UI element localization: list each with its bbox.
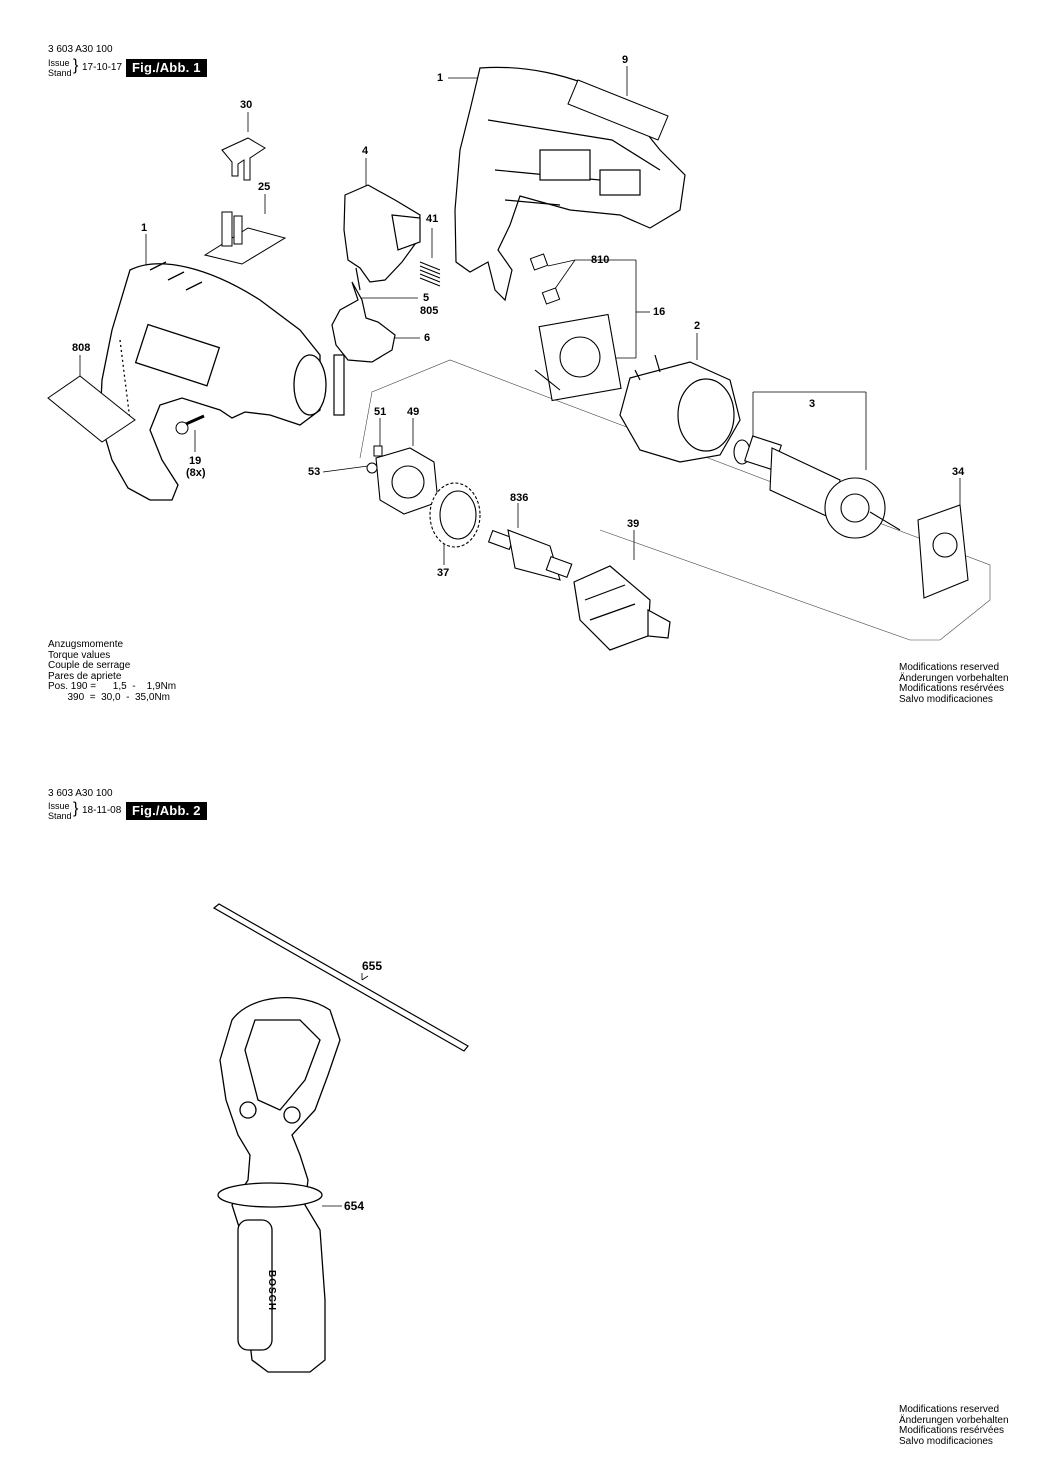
- torque-line-en: Torque values: [48, 649, 111, 661]
- fig2-modifications-notice: Modifications reserved Änderungen vorbeh…: [899, 1404, 1009, 1447]
- torque-row-390: 390 = 30,0 - 35,0Nm: [48, 691, 171, 703]
- bearing-plate-shape: [375, 447, 439, 515]
- pin-shape: [373, 445, 383, 457]
- fig2-date: 18-11-08: [82, 805, 122, 816]
- part-label-51: 51: [374, 406, 387, 418]
- part-label-2: 2: [694, 320, 701, 332]
- part-label-836: 836: [510, 492, 529, 504]
- screw-shape: [175, 414, 205, 435]
- part-label-41: 41: [426, 213, 439, 225]
- part-label-53: 53: [308, 466, 321, 478]
- mods-en: Modifications reserved: [899, 662, 1000, 673]
- part-label-5: 5: [423, 292, 430, 304]
- part-label-805: 805: [420, 305, 439, 317]
- part-label-810: 810: [591, 254, 610, 266]
- part-label-34: 34: [952, 466, 965, 478]
- fig2-part-number: 3 603 A30 100: [48, 788, 113, 799]
- label-tag-shape: [567, 79, 669, 141]
- fig2-title: Fig./Abb. 2: [126, 802, 207, 820]
- part-label-655: 655: [362, 959, 383, 973]
- part-label-39: 39: [627, 518, 640, 530]
- stator-shape: [619, 354, 741, 463]
- torque-notes: Anzugsmomente Torque values Couple de se…: [48, 639, 177, 703]
- brush-shape-2: [541, 287, 561, 305]
- mods2-de: Änderungen vorbehalten: [899, 1414, 1009, 1426]
- mods-fr: Modifications resérvées: [899, 683, 1005, 694]
- torque-row-190: Pos. 190 = 1,5 - 1,9Nm: [48, 681, 177, 692]
- mods2-en: Modifications reserved: [899, 1404, 1000, 1415]
- cable-grommet-shape: [331, 281, 396, 416]
- part-label-19-qty: (8x): [186, 467, 206, 479]
- spring-shape: [419, 261, 441, 287]
- fig2-brace: }: [73, 800, 79, 817]
- armature-shape: [733, 435, 901, 539]
- fig2-stand-label: Stand: [48, 811, 72, 821]
- part-label-1b: 1: [141, 222, 148, 234]
- part-label-808: 808: [72, 342, 91, 354]
- part-label-3: 3: [809, 398, 816, 410]
- part-label-16: 16: [653, 306, 666, 318]
- plate-shape: [917, 504, 969, 599]
- spindle-shape: [487, 529, 573, 581]
- mods-es: Salvo modificaciones: [899, 693, 993, 705]
- part-label-4: 4: [362, 145, 369, 157]
- mods2-fr: Modifications resérvées: [899, 1425, 1005, 1436]
- assembly-outline: [359, 359, 991, 641]
- brush-holder-shape: [534, 313, 622, 402]
- part-label-1a: 1: [437, 72, 444, 84]
- fig1-stand-label: Stand: [48, 68, 72, 78]
- switch-shape: [343, 184, 421, 291]
- part-label-30: 30: [240, 99, 253, 111]
- fig2-issue-label: Issue: [48, 801, 70, 811]
- fig1-issue-label: Issue: [48, 58, 70, 68]
- part-label-6: 6: [424, 332, 431, 344]
- fig1-title: Fig./Abb. 1: [126, 59, 207, 77]
- fig1-date: 17-10-17: [82, 62, 123, 73]
- part-label-9: 9: [622, 54, 629, 66]
- handle-brand-text: BOSCH: [266, 1270, 277, 1312]
- fig1-brace: }: [73, 57, 79, 74]
- fig1-modifications-notice: Modifications reserved Änderungen vorbeh…: [899, 662, 1009, 705]
- chuck-shape: [573, 565, 671, 651]
- mods-de: Änderungen vorbehalten: [899, 672, 1009, 684]
- gear-shape: [429, 482, 481, 548]
- depth-stop-rod-shape: [212, 903, 469, 1052]
- part-label-19: 19: [189, 455, 202, 467]
- mods2-es: Salvo modificaciones: [899, 1435, 993, 1447]
- part-label-49: 49: [407, 406, 420, 418]
- fig1-part-number: 3 603 A30 100: [48, 44, 113, 55]
- clip-shape: [221, 137, 266, 181]
- label-plate-shape: [47, 375, 136, 443]
- part-label-654: 654: [344, 1199, 365, 1213]
- torque-line-fr: Couple de serrage: [48, 660, 131, 671]
- slider-shape: [203, 211, 287, 265]
- torque-line-es: Pares de apriete: [48, 670, 122, 682]
- torque-line-de: Anzugsmomente: [48, 639, 124, 650]
- part-label-25: 25: [258, 181, 271, 193]
- brush-shape: [529, 253, 549, 271]
- part-label-37: 37: [437, 567, 450, 579]
- drill-body-shape: [99, 261, 327, 501]
- auxiliary-handle-shape: [217, 997, 341, 1373]
- ring-shape: [366, 462, 378, 474]
